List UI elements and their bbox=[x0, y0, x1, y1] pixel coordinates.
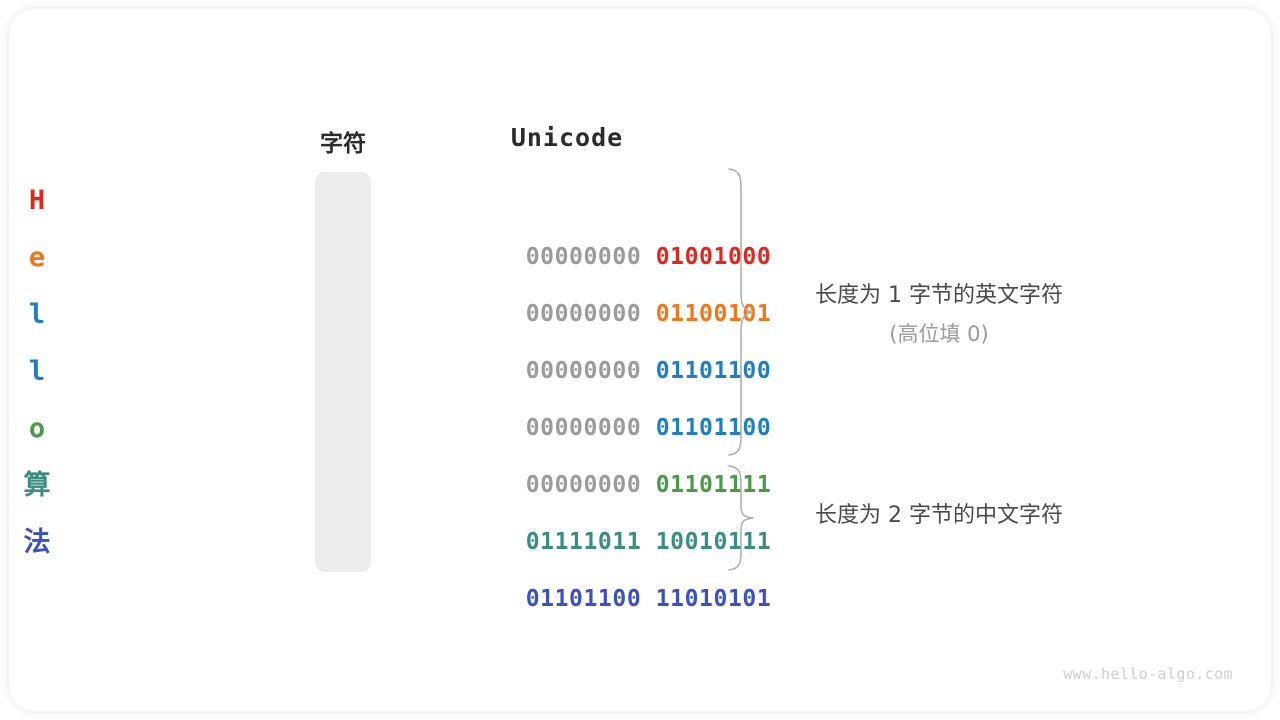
binary-row-3: 00000000 01101100 bbox=[439, 343, 771, 441]
site-watermark: www.hello-algo.com bbox=[1063, 665, 1233, 683]
unicode-column-header: Unicode bbox=[510, 123, 624, 152]
character-cell-4: o bbox=[28, 413, 46, 444]
binary-high-byte-5: 01111011 bbox=[525, 529, 642, 555]
diagram-card: 字符 Unicode H e l l o 算 法 00000000 010010… bbox=[9, 9, 1271, 711]
annotation-chinese-line1: 长度为 2 字节的中文字符 bbox=[815, 503, 1063, 528]
character-column-background bbox=[315, 172, 371, 572]
character-cell-6: 法 bbox=[23, 527, 51, 558]
binary-high-byte-4: 00000000 bbox=[525, 472, 642, 498]
binary-row-2: 00000000 01101100 bbox=[439, 286, 771, 384]
character-cell-0: H bbox=[28, 185, 46, 216]
binary-low-byte-6: 11010101 bbox=[655, 586, 772, 612]
annotation-english-line2: (高位填 0) bbox=[889, 322, 989, 346]
binary-row-0: 00000000 01001000 bbox=[439, 172, 771, 270]
binary-low-byte-0: 01001000 bbox=[655, 244, 772, 270]
binary-gap-6 bbox=[641, 586, 655, 612]
binary-low-byte-2: 01101100 bbox=[655, 358, 772, 384]
binary-high-byte-0: 00000000 bbox=[525, 244, 642, 270]
character-cell-1: e bbox=[28, 242, 46, 273]
binary-low-byte-1: 01100101 bbox=[655, 301, 772, 327]
char-column-header: 字符 bbox=[320, 130, 366, 156]
character-cell-5: 算 bbox=[23, 470, 51, 501]
binary-low-byte-3: 01101100 bbox=[655, 415, 772, 441]
binary-row-6: 01101100 11010101 bbox=[439, 514, 771, 612]
brace-chinese-group bbox=[728, 465, 754, 571]
binary-low-byte-5: 10010111 bbox=[655, 529, 772, 555]
binary-row-1: 00000000 01100101 bbox=[439, 229, 771, 327]
binary-row-5: 01111011 10010111 bbox=[439, 457, 771, 555]
brace-english-group bbox=[728, 168, 754, 456]
character-cell-2: l bbox=[28, 299, 46, 330]
annotation-chinese: 长度为 2 字节的中文字符 bbox=[779, 497, 1099, 529]
binary-high-byte-3: 00000000 bbox=[525, 415, 642, 441]
binary-row-4: 00000000 01101111 bbox=[439, 400, 771, 498]
binary-high-byte-1: 00000000 bbox=[525, 301, 642, 327]
annotation-english-line1: 长度为 1 字节的英文字符 bbox=[815, 283, 1063, 308]
binary-high-byte-2: 00000000 bbox=[525, 358, 642, 384]
character-cell-3: l bbox=[28, 356, 46, 387]
annotation-english: 长度为 1 字节的英文字符 (高位填 0) bbox=[779, 277, 1099, 348]
binary-low-byte-4: 01101111 bbox=[655, 472, 772, 498]
binary-high-byte-6: 01101100 bbox=[525, 586, 642, 612]
